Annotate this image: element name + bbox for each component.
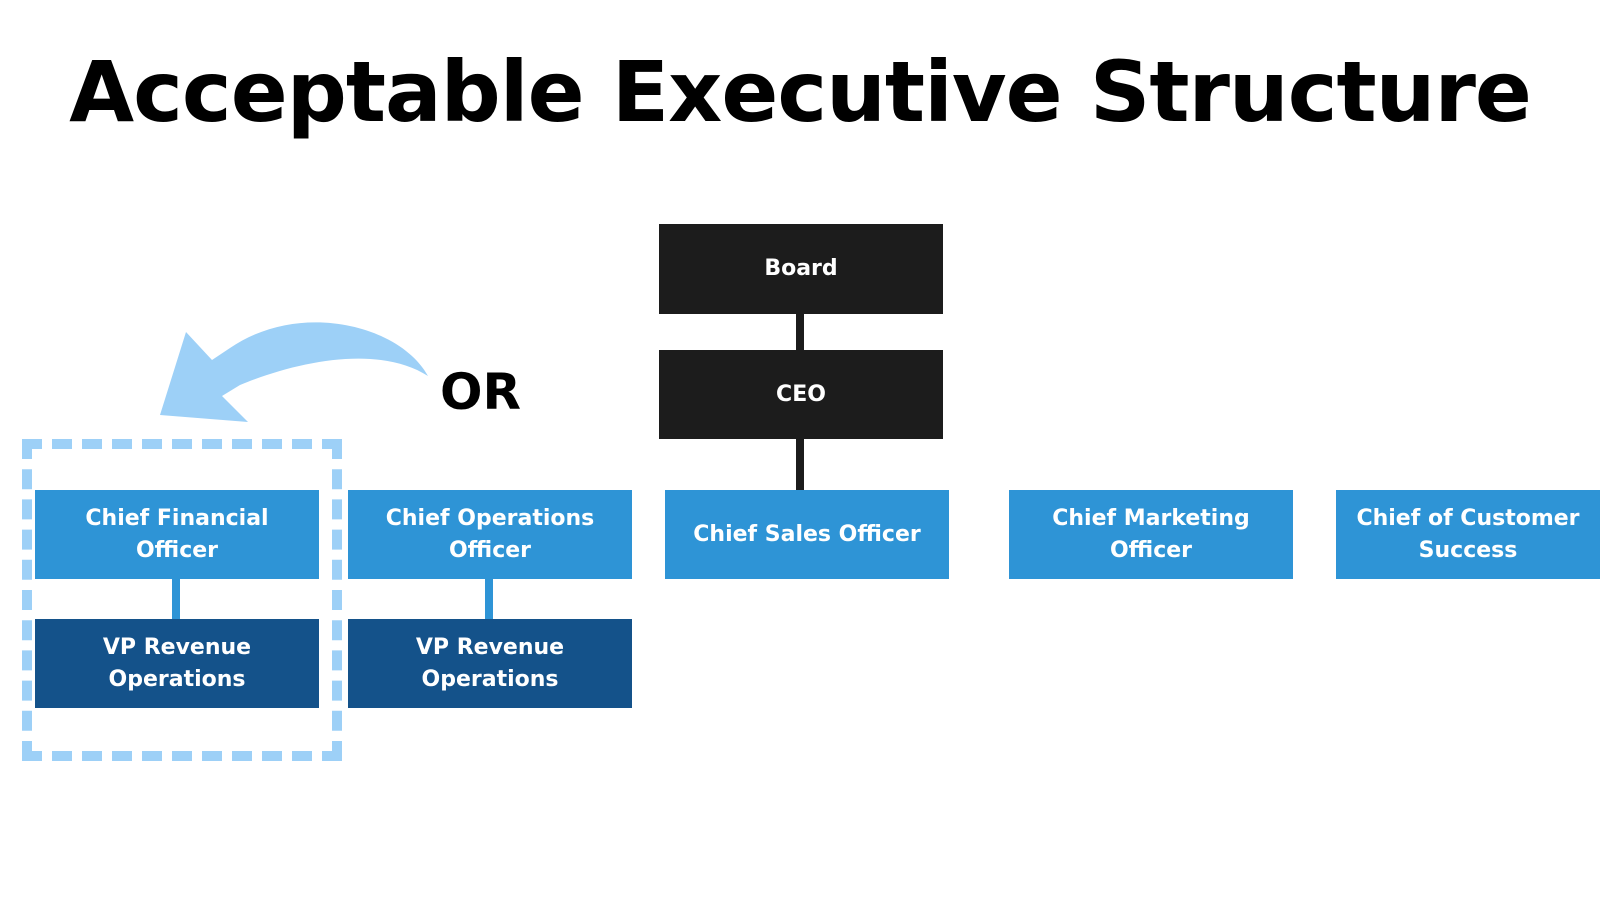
node-board: Board	[659, 224, 943, 314]
node-coo: Chief Operations Officer	[348, 490, 632, 579]
or-label: OR	[440, 363, 522, 421]
ceo-cso-connector	[796, 438, 804, 490]
node-vp-revops-cfo: VP Revenue Operations	[35, 619, 319, 708]
page-title: Acceptable Executive Structure	[69, 43, 1532, 141]
node-cso: Chief Sales Officer	[665, 490, 949, 579]
node-ccs: Chief of Customer Success	[1336, 490, 1600, 579]
node-vp-revops-coo: VP Revenue Operations	[348, 619, 632, 708]
node-cmo: Chief Marketing Officer	[1009, 490, 1293, 579]
cfo-vp-connector	[172, 578, 180, 620]
coo-vp-connector	[485, 578, 493, 620]
node-cfo: Chief Financial Officer	[35, 490, 319, 579]
highlight-frame	[22, 439, 342, 761]
node-ceo: CEO	[659, 350, 943, 439]
